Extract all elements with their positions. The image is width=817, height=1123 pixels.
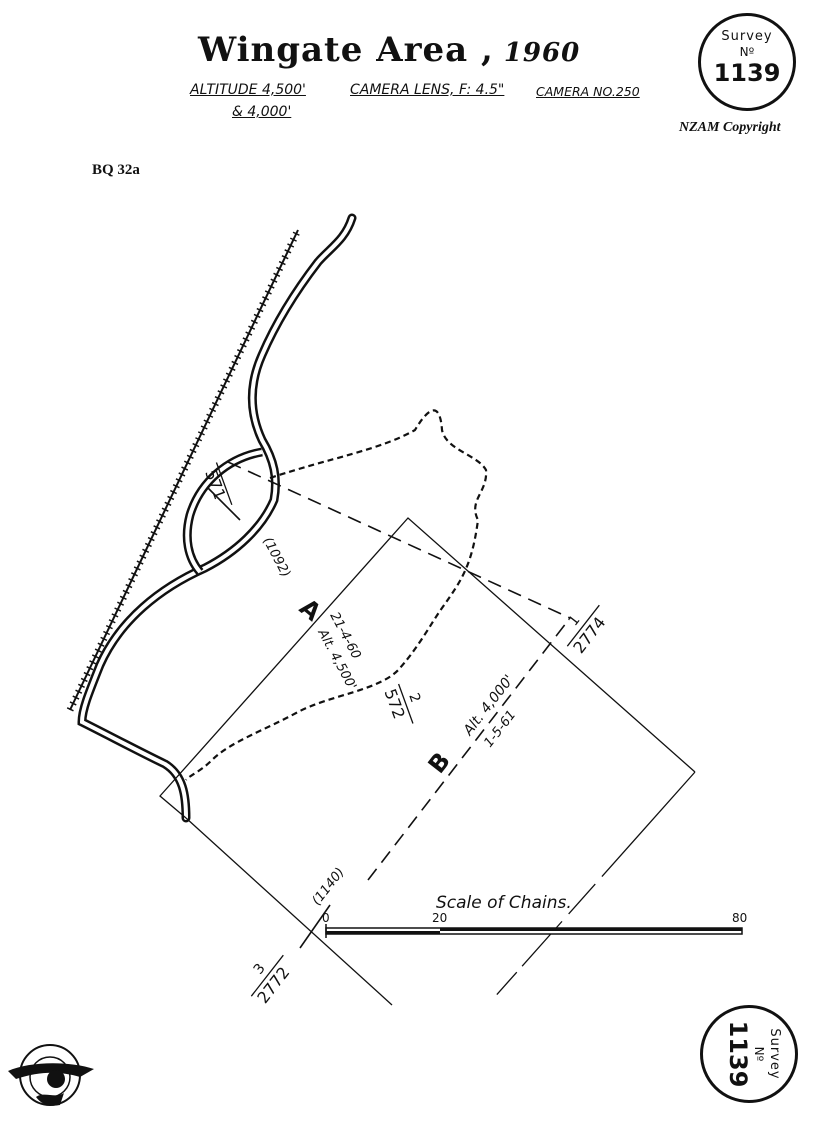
run-a-frame: (1092) — [259, 535, 293, 580]
scale-bar — [325, 924, 743, 938]
survey-stamp-bottom-number: 1139 — [724, 1020, 752, 1088]
survey-stamp-label: Survey — [721, 29, 773, 44]
sheet-reference: BQ 32a — [92, 162, 140, 178]
survey-stamp-number: 1139 — [713, 59, 781, 87]
photo-mark-572-top: 2 — [405, 691, 423, 705]
run-b-letter: B — [423, 747, 456, 779]
camera-lens-label: Camera Lens, F: 4.5" — [350, 82, 505, 98]
survey-stamp-top: Survey Nº 1139 — [698, 13, 796, 111]
survey-stamp-bottom: Survey Nº 1139 — [700, 1005, 798, 1103]
map-title-text: Wingate Area , — [198, 30, 494, 70]
copyright-notice: NZAM Copyright — [679, 120, 781, 135]
photo-mark-572-bottom: 572 — [380, 686, 408, 721]
flight-line — [207, 461, 571, 949]
altitude-second-label: & 4,000' — [232, 104, 292, 120]
photo-mark-572: 2 572 — [380, 683, 423, 724]
railway-line — [66, 228, 302, 712]
scale-label: Scale of Chains. — [436, 893, 572, 913]
altitude-label: Altitude 4,500' — [190, 82, 306, 98]
survey-stamp-no: Nº — [739, 45, 755, 59]
scale-tick-0: 0 — [322, 911, 330, 925]
scale-tick-80: 80 — [732, 911, 747, 925]
run-a-letter: A — [294, 593, 327, 627]
road — [77, 213, 357, 823]
camera-number-label: Camera No.250 — [536, 84, 640, 99]
company-logo — [8, 1044, 94, 1106]
photo-mark-2774-top: 1 — [565, 612, 583, 629]
map-title: Wingate Area , 1960 — [198, 30, 580, 70]
map-title-year: 1960 — [503, 38, 581, 68]
run-b-frame: (1140) — [309, 865, 347, 908]
area-boundary — [185, 409, 488, 781]
photo-mark-2772-top: 3 — [251, 961, 269, 978]
survey-stamp-bottom-label: Survey — [767, 1028, 782, 1080]
photo-mark-2772: 3 2772 — [251, 954, 293, 1007]
photo-coverage — [159, 517, 696, 1006]
scale-tick-20: 20 — [432, 911, 447, 925]
photo-mark-2774: 1 2774 — [565, 604, 609, 657]
survey-stamp-bottom-no: Nº — [752, 1046, 766, 1062]
